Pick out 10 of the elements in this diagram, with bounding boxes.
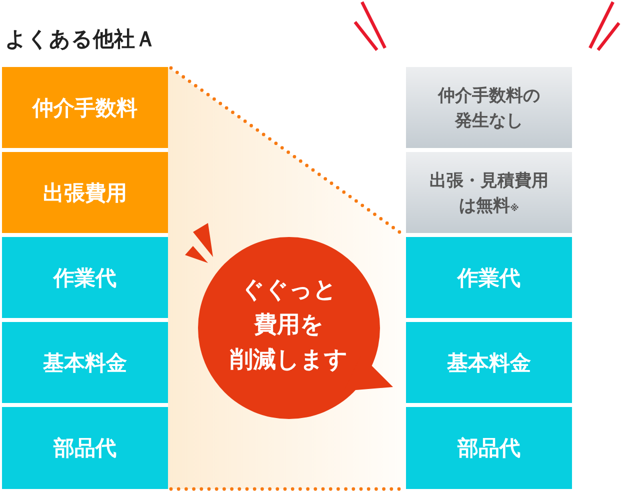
note-box: 仲介手数料の発生なし: [406, 67, 572, 148]
cost-box: 作業代: [2, 237, 168, 318]
cost-box: 出張費用: [2, 152, 168, 233]
cost-box: 部品代: [2, 407, 168, 489]
cost-box: 作業代: [406, 237, 572, 318]
cost-box: 仲介手数料: [2, 67, 168, 148]
cost-box: 基本料金: [2, 322, 168, 403]
column-heading: よくある他社Ａ: [5, 27, 156, 53]
cost-box: 基本料金: [406, 322, 572, 403]
cost-box: 部品代: [406, 407, 572, 489]
